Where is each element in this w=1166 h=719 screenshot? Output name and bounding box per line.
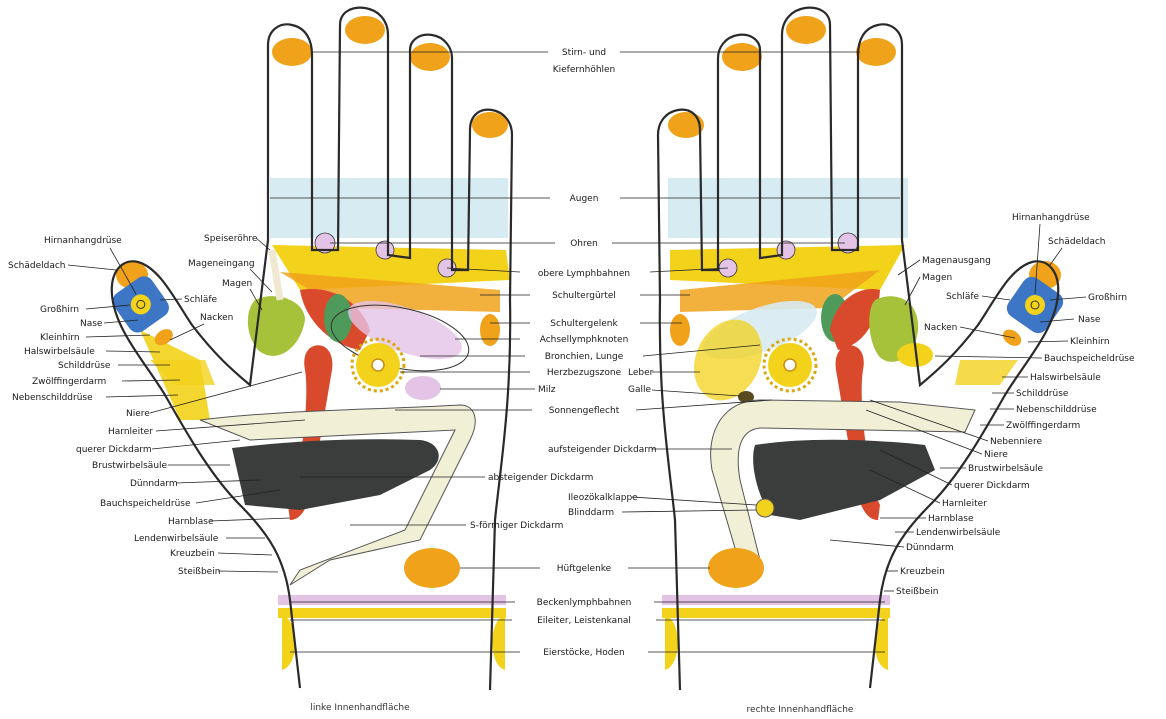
label-schultergurtel: Schultergürtel [552,291,616,301]
right-eye-zone [668,178,908,238]
left-label-nebenschild: Nebenschilddrüse [12,393,93,403]
label-galle: Galle [628,385,651,395]
left-label-harnleiter: Harnleiter [108,427,153,437]
right-label-nebenniere: Nebenniere [990,437,1042,447]
right-label-nebenschild: Nebenschilddrüse [1016,405,1097,415]
right-label-kreuzbein: Kreuzbein [900,567,945,577]
left-label-kleinhirn: Kleinhirn [40,333,80,343]
label-stirn: Stirn- und [562,48,606,58]
right-label-brustwirbel: Brustwirbelsäule [968,464,1044,474]
label-bronchien: Bronchien, Lunge [545,352,624,362]
right-label-schadeldach: Schädeldach [1048,237,1106,247]
right-label-steissbein: Steißbein [896,587,938,597]
left-label-magen: Magen [222,279,252,289]
left-label-speiserohre: Speiseröhre [204,234,258,244]
label-s-dickdarm: S-förmiger Dickdarm [470,521,563,531]
label-leber: Leber [628,368,654,378]
label-schultergelenk: Schultergelenk [550,319,618,329]
right-label-zwolffinger: Zwölffingerdarm [1006,421,1080,431]
left-label-lendenwirbel: Lendenwirbelsäule [134,534,219,544]
label-herz: Herzbezugszone [547,368,622,378]
label-obere-lymph: obere Lymphbahnen [538,269,630,279]
label-eileiter: Eileiter, Leistenkanal [537,616,631,626]
left-label-schadeldach: Schädeldach [8,261,66,271]
caption-right: rechte Innenhandfläche [747,705,854,715]
left-label-steissbein: Steißbein [178,567,220,577]
label-absteigend: absteigender Dickdarm [488,473,593,483]
left-label-harnblase: Harnblase [168,517,214,527]
label-kiefer: Kiefernhöhlen [553,65,616,75]
label-achsel: Achsellymphknoten [540,335,629,345]
left-labels: Hirnanhangdrüse Schädeldach Großhirn Nas… [8,234,305,577]
left-label-halswirbel: Halswirbelsäule [24,347,95,357]
right-label-harnblase: Harnblase [928,514,974,524]
left-label-brustwirbel: Brustwirbelsäule [92,461,168,471]
right-label-magenausgang: Magenausgang [922,256,991,266]
label-milz: Milz [538,385,556,395]
left-label-grosshirn: Großhirn [40,305,79,315]
left-label-nase: Nase [80,319,103,329]
left-label-nacken: Nacken [200,313,233,323]
left-label-zwolffinger: Zwölffingerdarm [32,377,106,387]
right-label-schlafe: Schläfe [946,292,980,302]
label-eierstocke: Eierstöcke, Hoden [543,648,624,658]
label-ohren: Ohren [570,239,598,249]
label-sonnengeflecht: Sonnengeflecht [549,406,620,416]
right-label-dunndarm: Dünndarm [906,543,954,553]
label-huft: Hüftgelenke [557,564,612,574]
right-label-nase: Nase [1078,315,1101,325]
left-label-dunndarm: Dünndarm [130,479,178,489]
right-label-bauchspeichel: Bauchspeicheldrüse [1044,354,1135,364]
left-label-schilddruse: Schilddrüse [58,361,111,371]
right-label-niere: Niere [984,450,1008,460]
left-label-bauchspeichel: Bauchspeicheldrüse [100,499,191,509]
left-hand [109,8,512,690]
label-becken: Beckenlymphbahnen [537,598,632,608]
right-label-grosshirn: Großhirn [1088,293,1127,303]
right-label-schilddruse: Schilddrüse [1016,389,1069,399]
left-label-kreuzbein: Kreuzbein [170,549,215,559]
label-aufsteigend: aufsteigender Dickdarm [548,445,657,455]
right-label-kleinhirn: Kleinhirn [1070,337,1110,347]
right-label-lendenwirbel: Lendenwirbelsäule [916,528,1001,538]
left-label-mageneingang: Mageneingang [188,259,255,269]
left-intestine [232,439,439,510]
right-label-harnleiter: Harnleiter [942,499,987,509]
left-label-querer: querer Dickdarm [76,445,152,455]
label-ileo: Ileozökalklappe [568,493,638,503]
right-label-hirnanhang: Hirnanhangdrüse [1012,213,1090,223]
label-augen: Augen [570,194,599,204]
left-label-hirnanhang: Hirnanhangdrüse [44,236,122,246]
right-intestine [753,440,935,520]
left-label-niere: Niere [126,409,150,419]
right-label-nacken: Nacken [924,323,957,333]
label-blinddarm: Blinddarm [568,508,614,518]
caption-left: linke Innenhandfläche [310,703,410,713]
left-label-schlafe: Schläfe [184,295,218,305]
right-label-halswirbel: Halswirbelsäule [1030,373,1101,383]
right-label-magen: Magen [922,273,952,283]
right-label-querer: querer Dickdarm [954,481,1030,491]
